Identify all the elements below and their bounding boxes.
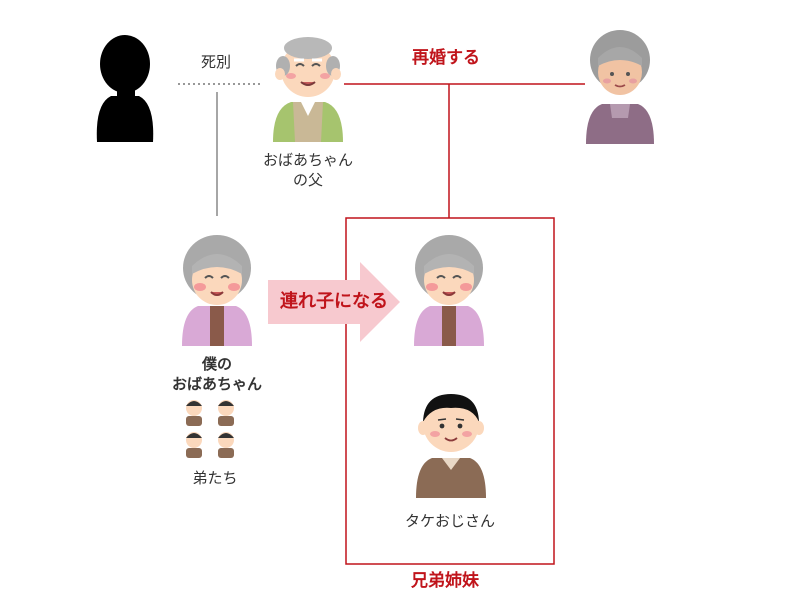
brother-icon-1	[186, 400, 202, 426]
become-stepchild-arrow	[268, 262, 400, 342]
brother-icon-3	[186, 432, 202, 458]
grandmother-label-line2: おばあちゃん	[171, 375, 262, 393]
remarriage-label: 再婚する	[412, 48, 480, 68]
great-grandfather-label: おばあちゃん の父	[250, 150, 366, 190]
siblings-box	[345, 217, 555, 565]
silhouette-figure-icon	[96, 35, 154, 142]
uncle-take-icon	[416, 394, 486, 498]
grandmother-label: 僕の おばあちゃん	[162, 354, 272, 394]
brother-icon-2	[218, 400, 234, 426]
new-wife-icon	[586, 30, 654, 144]
younger-brothers-icon-group	[186, 400, 234, 458]
siblings-label: 兄弟姉妹	[411, 571, 479, 591]
younger-brothers-label: 弟たち	[192, 469, 238, 487]
grandmother-in-family-icon	[414, 235, 484, 346]
great-grandfather-label-line2: の父	[292, 171, 323, 189]
death-label: 死別	[200, 53, 231, 71]
become-stepchild-label: 連れ子になる	[280, 291, 388, 312]
brother-icon-4	[218, 432, 234, 458]
grandmother-icon	[182, 235, 252, 346]
grandmother-label-line1: 僕の	[201, 355, 232, 373]
great-grandfather-icon	[273, 37, 343, 142]
uncle-take-label: タケおじさん	[404, 512, 495, 530]
great-grandfather-label-line1: おばあちゃん	[262, 151, 353, 169]
